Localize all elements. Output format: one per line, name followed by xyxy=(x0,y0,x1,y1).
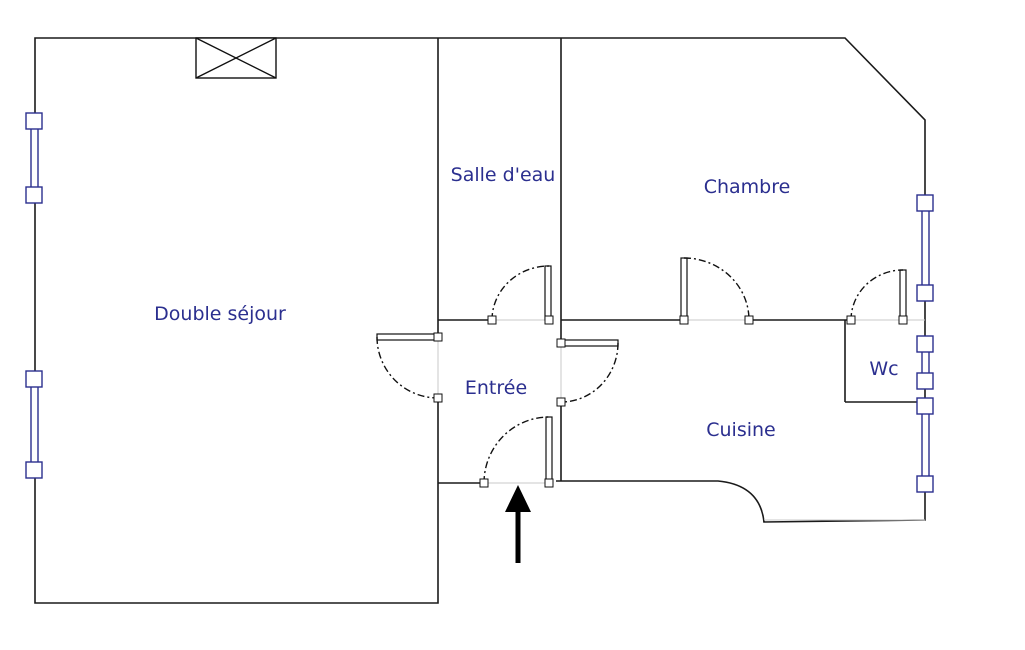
room-label-salle-d-eau: Salle d'eau xyxy=(451,164,556,186)
door-cuisine xyxy=(556,338,619,407)
door-salle-d-eau xyxy=(487,265,554,325)
door-wc xyxy=(846,269,908,325)
room-label-entree: Entrée xyxy=(465,377,527,399)
room-label-double-sejour: Double séjour xyxy=(154,303,286,325)
window-chambre xyxy=(916,194,934,302)
window-sejour-lower xyxy=(25,370,43,479)
door-double-sejour xyxy=(376,332,443,403)
window-wc xyxy=(916,335,934,390)
window-cuisine xyxy=(916,397,934,493)
window-sejour-upper xyxy=(25,112,43,204)
interior-walls xyxy=(437,38,925,521)
room-label-wc: Wc xyxy=(869,358,898,380)
outer-wall-left-block xyxy=(34,37,439,604)
room-label-cuisine: Cuisine xyxy=(706,419,776,441)
entrance-arrow-icon xyxy=(505,485,531,563)
ventilation-box-icon xyxy=(195,37,277,79)
door-chambre xyxy=(679,257,754,325)
room-label-chambre: Chambre xyxy=(704,176,791,198)
door-entrance xyxy=(479,416,554,488)
kitchen-curved-wall xyxy=(556,480,765,523)
